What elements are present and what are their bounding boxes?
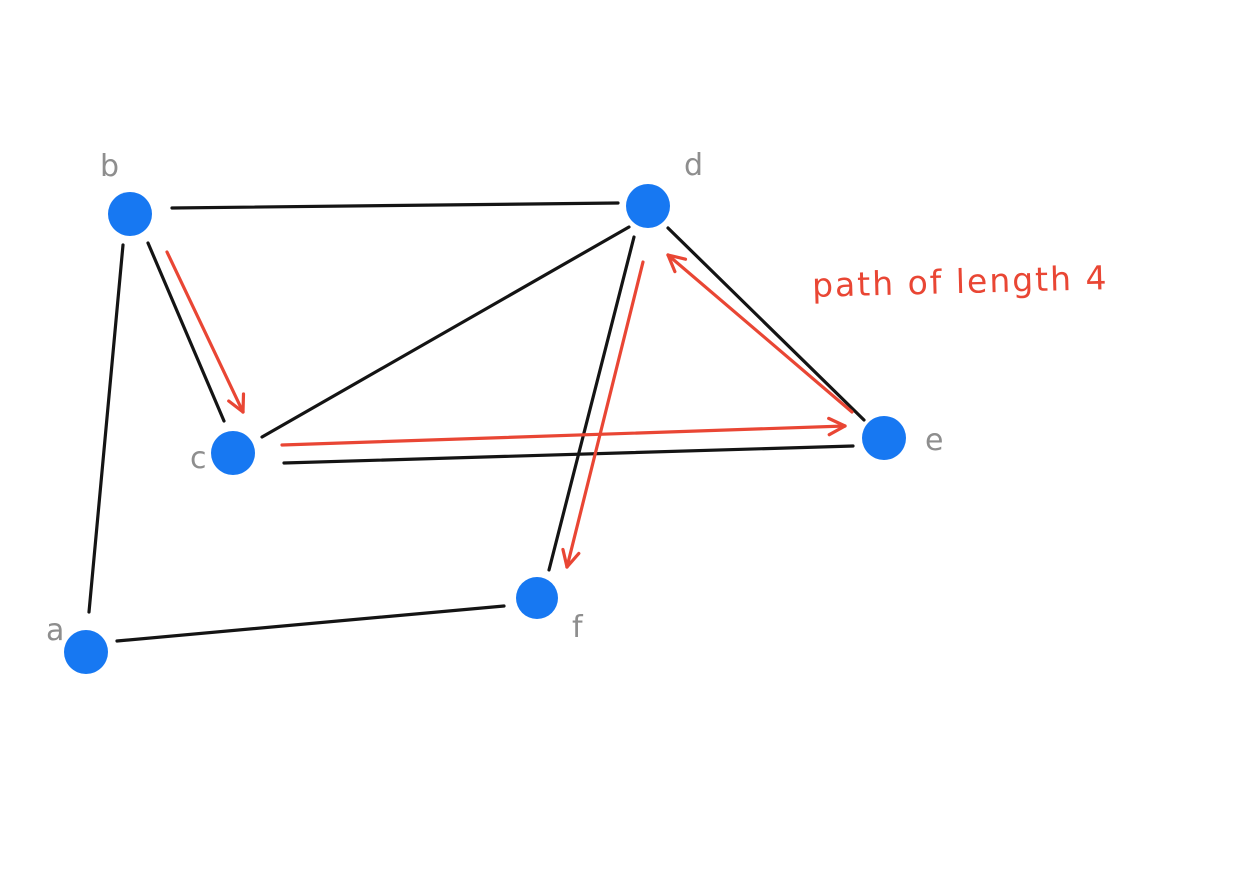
path-arrow-d-f xyxy=(565,260,645,569)
node-b xyxy=(108,192,152,236)
edge-d-f xyxy=(547,235,636,572)
node-label-d: d xyxy=(684,148,703,183)
node-e xyxy=(862,416,906,460)
node-label-a: a xyxy=(46,613,64,648)
edge-b-d xyxy=(170,201,620,210)
node-d xyxy=(626,184,670,228)
node-label-f: f xyxy=(572,610,584,645)
edge-c-d xyxy=(260,225,631,439)
arrowhead-c-e xyxy=(827,416,847,428)
path-arrow-b-c xyxy=(165,250,245,414)
edge-d-e xyxy=(666,226,866,422)
edge-b-c xyxy=(146,241,226,423)
node-label-e: e xyxy=(925,423,943,458)
arrowhead-b-c xyxy=(241,392,246,414)
arrowhead-d-f xyxy=(565,551,581,569)
path-arrow-e-d xyxy=(666,253,854,414)
node-a xyxy=(64,630,108,674)
arrowhead-e-d xyxy=(666,253,677,274)
edge-b-a xyxy=(87,243,125,614)
path-length-annotation: path of length 4 xyxy=(811,258,1109,305)
node-label-b: b xyxy=(100,149,119,184)
arrowhead-b-c xyxy=(227,399,245,414)
node-f xyxy=(516,577,558,619)
node-label-c: c xyxy=(190,441,207,476)
arrowhead-e-d xyxy=(666,253,688,261)
arrowhead-c-e xyxy=(827,424,847,437)
edge-c-e xyxy=(282,444,855,465)
edge-a-f xyxy=(115,604,506,643)
path-arrow-c-e xyxy=(280,424,847,447)
node-c xyxy=(211,431,255,475)
arrowhead-d-f xyxy=(561,547,569,569)
